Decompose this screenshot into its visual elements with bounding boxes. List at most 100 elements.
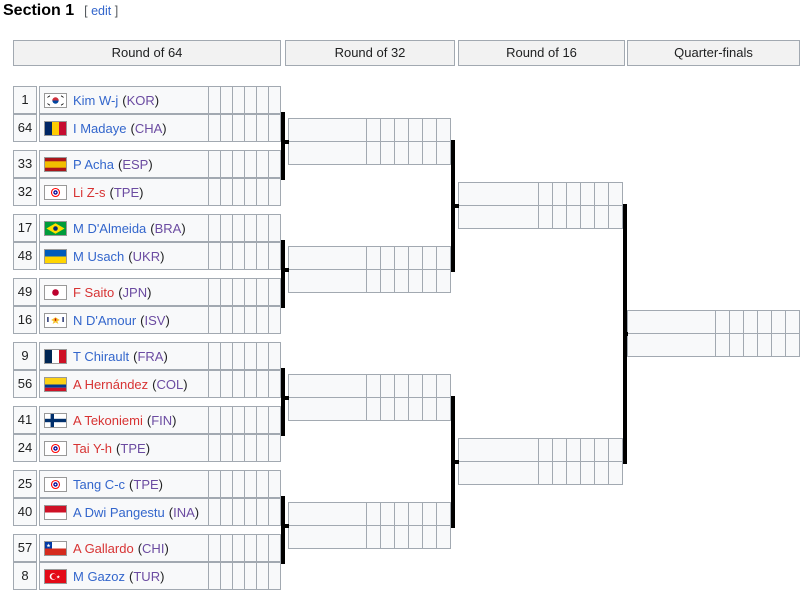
country-code-link[interactable]: TPE (120, 440, 146, 456)
country-code-link[interactable]: CHA (134, 120, 163, 136)
score-cell (208, 87, 220, 113)
seed-number: 57 (13, 534, 37, 562)
score-cell (566, 439, 580, 461)
player-name-cell: Tang C-c(TPE) (40, 471, 208, 497)
seed-number: 17 (13, 214, 37, 242)
country-code: (TPE) (129, 476, 164, 492)
player-link[interactable]: M D'Almeida (73, 220, 147, 236)
score-cell (743, 334, 757, 356)
country-code-link[interactable]: ISV (144, 312, 166, 328)
player-strip: Tai Y-h(TPE) (39, 434, 281, 462)
score-cell (232, 471, 244, 497)
player-link[interactable]: F Saito (73, 284, 115, 300)
score-cell (268, 279, 280, 305)
country-code-link[interactable]: FIN (151, 412, 173, 428)
winner-name-cell (289, 142, 366, 164)
country-code-link[interactable]: TUR (133, 568, 161, 584)
score-cell (380, 119, 394, 141)
score-cell (256, 151, 268, 177)
country-code: (TPE) (109, 184, 144, 200)
player-link[interactable]: Li Z-s (73, 184, 106, 200)
player-link[interactable]: M Gazoz (73, 568, 126, 584)
round-header: Round of 64 (13, 40, 281, 66)
country-code: (INA) (168, 504, 200, 520)
round-of-16-match (458, 182, 623, 229)
score-cell (220, 243, 232, 269)
seed-number: 9 (13, 342, 37, 370)
player-link[interactable]: T Chirault (73, 348, 130, 364)
score-cell (380, 398, 394, 420)
score-cell (394, 375, 408, 397)
player-name-cell: M Gazoz(TUR) (40, 563, 208, 589)
country-code-link[interactable]: ESP (122, 156, 149, 172)
country-code-link[interactable]: UKR (132, 248, 161, 264)
score-cell (256, 407, 268, 433)
player-name-cell: I Madaye(CHA) (40, 115, 208, 141)
match-slot (288, 269, 451, 293)
score-cell (244, 115, 256, 141)
country-code-link[interactable]: COL (156, 376, 184, 392)
section-heading: Section 1[ edit ] (3, 2, 118, 20)
score-cell (422, 526, 436, 548)
score-cell (208, 307, 220, 333)
country-code-link[interactable]: CHI (142, 540, 165, 556)
country-code-link[interactable]: INA (173, 504, 195, 520)
player-name-cell: T Chirault(FRA) (40, 343, 208, 369)
flag-esp-icon (44, 156, 67, 172)
player-link[interactable]: M Usach (73, 248, 125, 264)
edit-link[interactable]: edit (91, 4, 112, 18)
round-header: Round of 32 (285, 40, 455, 66)
player-strip: Li Z-s(TPE) (39, 178, 281, 206)
score-cell (580, 439, 594, 461)
score-cell (436, 119, 450, 141)
score-cell (422, 270, 436, 292)
country-code-link[interactable]: TPE (133, 476, 159, 492)
round-header: Round of 16 (458, 40, 625, 66)
score-cell (220, 535, 232, 561)
score-cell (422, 398, 436, 420)
player-link[interactable]: I Madaye (73, 120, 127, 136)
score-cell (408, 247, 422, 269)
score-cell (232, 179, 244, 205)
country-code-link[interactable]: FRA (137, 348, 164, 364)
score-cell (220, 279, 232, 305)
player-link[interactable]: Tai Y-h (73, 440, 113, 456)
winner-name-cell (289, 526, 366, 548)
score-cell (436, 142, 450, 164)
flag-tpe-icon (44, 184, 67, 200)
player-link[interactable]: A Gallardo (73, 540, 134, 556)
country-code-link[interactable]: BRA (154, 220, 182, 236)
player-link[interactable]: A Dwi Pangestu (73, 504, 165, 520)
score-cell (594, 439, 608, 461)
winner-name-cell (459, 206, 538, 228)
player-strip: I Madaye(CHA) (39, 114, 281, 142)
player-link[interactable]: Kim W-j (73, 92, 119, 108)
score-cell (208, 371, 220, 397)
player-link[interactable]: N D'Amour (73, 312, 137, 328)
score-cell (594, 183, 608, 205)
score-cell (244, 371, 256, 397)
player-link[interactable]: Tang C-c (73, 476, 126, 492)
player-link[interactable]: A Tekoniemi (73, 412, 143, 428)
country-code-link[interactable]: KOR (126, 92, 155, 108)
score-cell (220, 471, 232, 497)
player-link[interactable]: P Acha (73, 156, 114, 172)
score-cell (208, 563, 220, 589)
score-cell (232, 151, 244, 177)
score-cell (244, 499, 256, 525)
player-strip: A Tekoniemi(FIN) (39, 406, 281, 434)
score-cell (422, 375, 436, 397)
flag-kor-icon (44, 92, 67, 108)
country-code-link[interactable]: TPE (113, 184, 140, 200)
player-link[interactable]: A Hernández (73, 376, 149, 392)
match-slot (288, 118, 451, 142)
score-cell (256, 215, 268, 241)
score-cell (208, 215, 220, 241)
score-cell (594, 462, 608, 484)
score-cell (436, 503, 450, 525)
country-code-link[interactable]: JPN (122, 284, 148, 300)
